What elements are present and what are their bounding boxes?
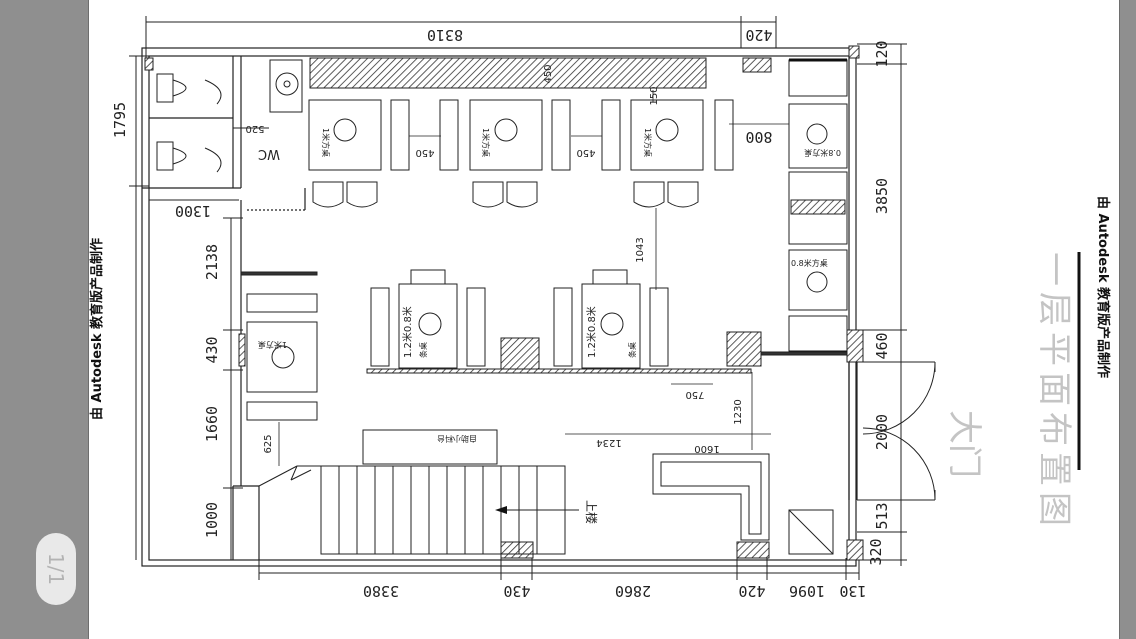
dim-bottom-5: 130 bbox=[839, 582, 866, 600]
table-label-2: 1米方桌 bbox=[481, 128, 491, 157]
middle-divider bbox=[240, 271, 848, 374]
dim-interior-750: 750 bbox=[685, 389, 704, 400]
right-booths bbox=[788, 59, 848, 353]
dim-bottom-2: 2860 bbox=[615, 582, 651, 600]
page-indicator: 1/1 bbox=[36, 533, 76, 605]
dim-interior-150: 150 bbox=[649, 86, 660, 105]
left-table bbox=[246, 293, 318, 421]
dim-right-3: 2000 bbox=[873, 414, 891, 450]
booth-label-bottom: 0.8米方桌 bbox=[791, 258, 828, 268]
dim-interior-450-a: 450 bbox=[415, 147, 434, 158]
top-dining-tables bbox=[308, 99, 734, 208]
drawing-title: 一层平面布置图 bbox=[1034, 252, 1074, 532]
left-table-label: 1米方桌 bbox=[258, 340, 287, 350]
middle-tables bbox=[370, 269, 669, 369]
dimension-lines bbox=[129, 16, 907, 580]
watermark-right: 由 Autodesk 教育版产品制作 bbox=[1095, 196, 1111, 378]
floor-plan: WC 1米方桌 1米方桌 1米方桌 bbox=[89, 16, 1111, 600]
dim-interior-1043: 1043 bbox=[635, 237, 646, 262]
table-label-1: 1米方桌 bbox=[321, 128, 331, 157]
dim-interior-1234: 1234 bbox=[596, 437, 621, 448]
dim-top-1: 420 bbox=[745, 26, 772, 44]
dim-bottom-1: 430 bbox=[503, 582, 530, 600]
dim-bottom-0: 3380 bbox=[363, 582, 399, 600]
watermark-left: 由 Autodesk 教育版产品制作 bbox=[89, 238, 105, 420]
stairs-label: 上楼 bbox=[584, 500, 599, 524]
dim-bottom-3: 420 bbox=[738, 582, 765, 600]
dim-bottom-extra: 320 bbox=[867, 538, 885, 565]
dim-right-2: 460 bbox=[873, 332, 891, 359]
rect-table-sub-1: 条桌 bbox=[418, 342, 428, 358]
dim-bottom-4: 1096 bbox=[789, 582, 825, 600]
dim-interior-450-top: 450 bbox=[543, 64, 554, 83]
dim-right-0: 120 bbox=[873, 40, 891, 67]
wc-label: WC bbox=[258, 146, 280, 161]
wc-area bbox=[156, 59, 303, 173]
rect-table-label-1: 1.2米0.8米 bbox=[401, 306, 414, 358]
staircase bbox=[258, 465, 579, 555]
booth-label-top: 0.8米方桌 bbox=[804, 148, 841, 158]
dim-interior-450-b: 450 bbox=[576, 147, 595, 158]
drawing-sheet: WC 1米方桌 1米方桌 1米方桌 bbox=[88, 0, 1120, 639]
dim-left-0: 1795 bbox=[111, 102, 129, 138]
rect-table-sub-2: 条桌 bbox=[627, 342, 637, 358]
table-label-3: 1米方桌 bbox=[643, 128, 653, 157]
entrance-label: 大门 bbox=[944, 410, 984, 478]
stairs-arrow-icon bbox=[495, 506, 507, 514]
rect-table-label-2: 1.2米0.8米 bbox=[585, 306, 598, 358]
dim-left-4: 1660 bbox=[203, 406, 221, 442]
dim-interior-625: 625 bbox=[263, 434, 274, 453]
dim-interior-520: 520 bbox=[245, 123, 264, 134]
counter-label: 自助小料台 bbox=[437, 434, 477, 444]
dim-interior-1600: 1600 bbox=[694, 443, 719, 454]
dim-interior-800: 800 bbox=[745, 128, 772, 146]
dim-left-3: 430 bbox=[203, 336, 221, 363]
self-service-counter bbox=[362, 429, 498, 465]
page-indicator-text: 1/1 bbox=[44, 552, 68, 586]
cashier-counter bbox=[652, 453, 834, 555]
dim-right-4: 513 bbox=[873, 502, 891, 529]
interior-dims bbox=[278, 90, 789, 466]
dim-right-1: 3850 bbox=[873, 178, 891, 214]
dim-top-0: 8310 bbox=[427, 26, 463, 44]
walls bbox=[141, 47, 858, 567]
dim-left-5: 1000 bbox=[203, 502, 221, 538]
dim-interior-1230: 1230 bbox=[733, 399, 744, 424]
entrance-door bbox=[857, 361, 936, 501]
hatched-wall-blocks bbox=[144, 45, 864, 561]
dim-left-1: 1300 bbox=[175, 202, 211, 220]
dim-left-2: 2138 bbox=[203, 244, 221, 280]
